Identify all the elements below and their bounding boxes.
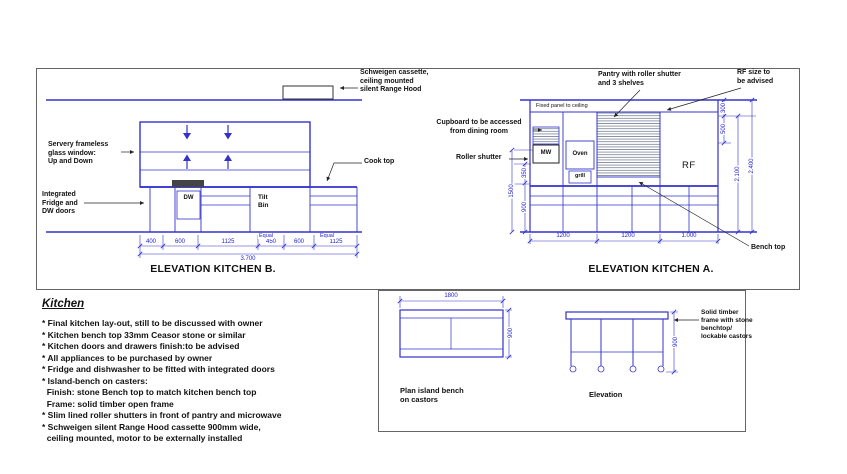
dim-a-350: 350 [522,166,528,180]
note-line: * Fridge and dishwasher to be fitted wit… [42,364,275,374]
range-hood-label: Schweigen cassette, ceiling mounted sile… [360,69,429,93]
kitchen-notes-heading: Kitchen [42,298,85,310]
elevation-a-title: ELEVATION KITCHEN A. [588,263,714,275]
pantry-roller-shutter-hatch [596,111,661,178]
cooktop-label: Cook top [364,158,395,165]
dim-a-2400: 2.400 [749,157,755,175]
note-line: ceiling mounted, motor to be externally … [42,433,243,443]
oven-box [565,140,595,170]
dim-b-600b: 600 [292,239,306,245]
bench-top-label: Bench top [751,244,786,251]
servery-window-label: Servery frameless glass window: Up and D… [48,141,109,165]
dimensions-a [509,97,756,244]
elevation-b-title: ELEVATION KITCHEN B. [150,263,276,275]
elevation-b-linework [46,99,362,233]
dim-b-400: 400 [144,239,158,245]
dim-b-1125b: 1125 [328,239,344,245]
fridge-dw-label: Integrated Fridge and DW doors [42,191,78,215]
dimensions-b [137,235,360,258]
castor-wheel [629,365,637,373]
dim-a-1200a: 1200 [555,233,571,239]
island-plan-linework [397,296,512,360]
note-line: * Island-bench on casters: [42,375,148,386]
counter-appliance-strip [172,180,204,187]
dim-a-2100: 2.100 [735,165,741,183]
island-plan-label: Plan island bench on castors [400,386,464,404]
note-line: * Final kitchen lay-out, still to be dis… [42,318,263,328]
dim-island-plan-900: 900 [508,326,514,340]
note-line: * Kitchen bench top 33mm Ceasor stone or… [42,329,246,340]
pantry-label: Pantry with roller shutter and 3 shelves [598,71,681,87]
roller-shutter-label: Roller shutter [456,154,502,161]
grill-text: grill [574,173,586,179]
castor-wheel [597,365,605,373]
note-line: * Schweigen silent Range Hood cassette 9… [42,421,261,432]
microwave-text: MW [540,150,552,156]
grill-box [568,170,592,184]
mw-roller-shutter-hatch [532,126,560,145]
tilt-bin-label: Tilt Bin [258,194,269,209]
dim-b-equal-2: Equal [318,233,336,239]
castor-wheel [569,365,577,373]
elevation-a-linework [520,99,757,233]
dim-b-total: 3.700 [239,256,257,262]
oven-text: Oven [572,151,588,157]
fixed-panel-label: Fixed panel to ceiling [536,103,588,109]
dim-a-1500: 1500 [509,183,515,199]
castor-wheel [657,365,665,373]
island-elevation-label: Elevation [589,390,623,399]
dim-b-600a: 600 [173,239,187,245]
dim-a-500: 500 [721,122,727,136]
leader-lines-b [84,86,362,205]
dim-island-1800: 1800 [443,293,459,299]
note-line: * Slim lined roller shutters in front of… [42,410,282,420]
dim-b-equal-1: Equal [257,233,275,239]
sheet-borders [36,68,800,432]
dishwasher-text: DW [183,195,194,201]
microwave-box [532,144,560,164]
dim-b-1125a: 1125 [220,239,236,245]
note-line: Finish: stone Bench top to match kitchen… [42,387,257,397]
note-line: Frame: solid timber open frame [42,398,174,409]
cupboard-label: Cupboard to be accessed from dining room [436,119,522,135]
note-line: * Kitchen doors and drawers finish:to be… [42,341,240,351]
dim-a-900: 900 [522,200,528,214]
servery-window-arrows [183,125,232,169]
kitchen-notes: Kitchen * Final kitchen lay-out, still t… [42,294,281,445]
dim-a-300: 300 [721,101,727,115]
dim-b-450: 450 [264,239,278,245]
island-elevation-linework [565,309,678,375]
rf-size-label: RF size to be advised [737,69,774,85]
note-line: * All appliances to be purchased by owne… [42,352,213,363]
dim-island-elev-900: 900 [673,335,679,349]
range-hood [282,85,334,100]
dim-a-1000: 1.000 [680,233,698,239]
dim-a-1200b: 1200 [620,233,636,239]
timber-frame-note: Solid timber frame with stone benchtop/ … [701,309,753,340]
refrigerator-text: RF [682,160,696,171]
